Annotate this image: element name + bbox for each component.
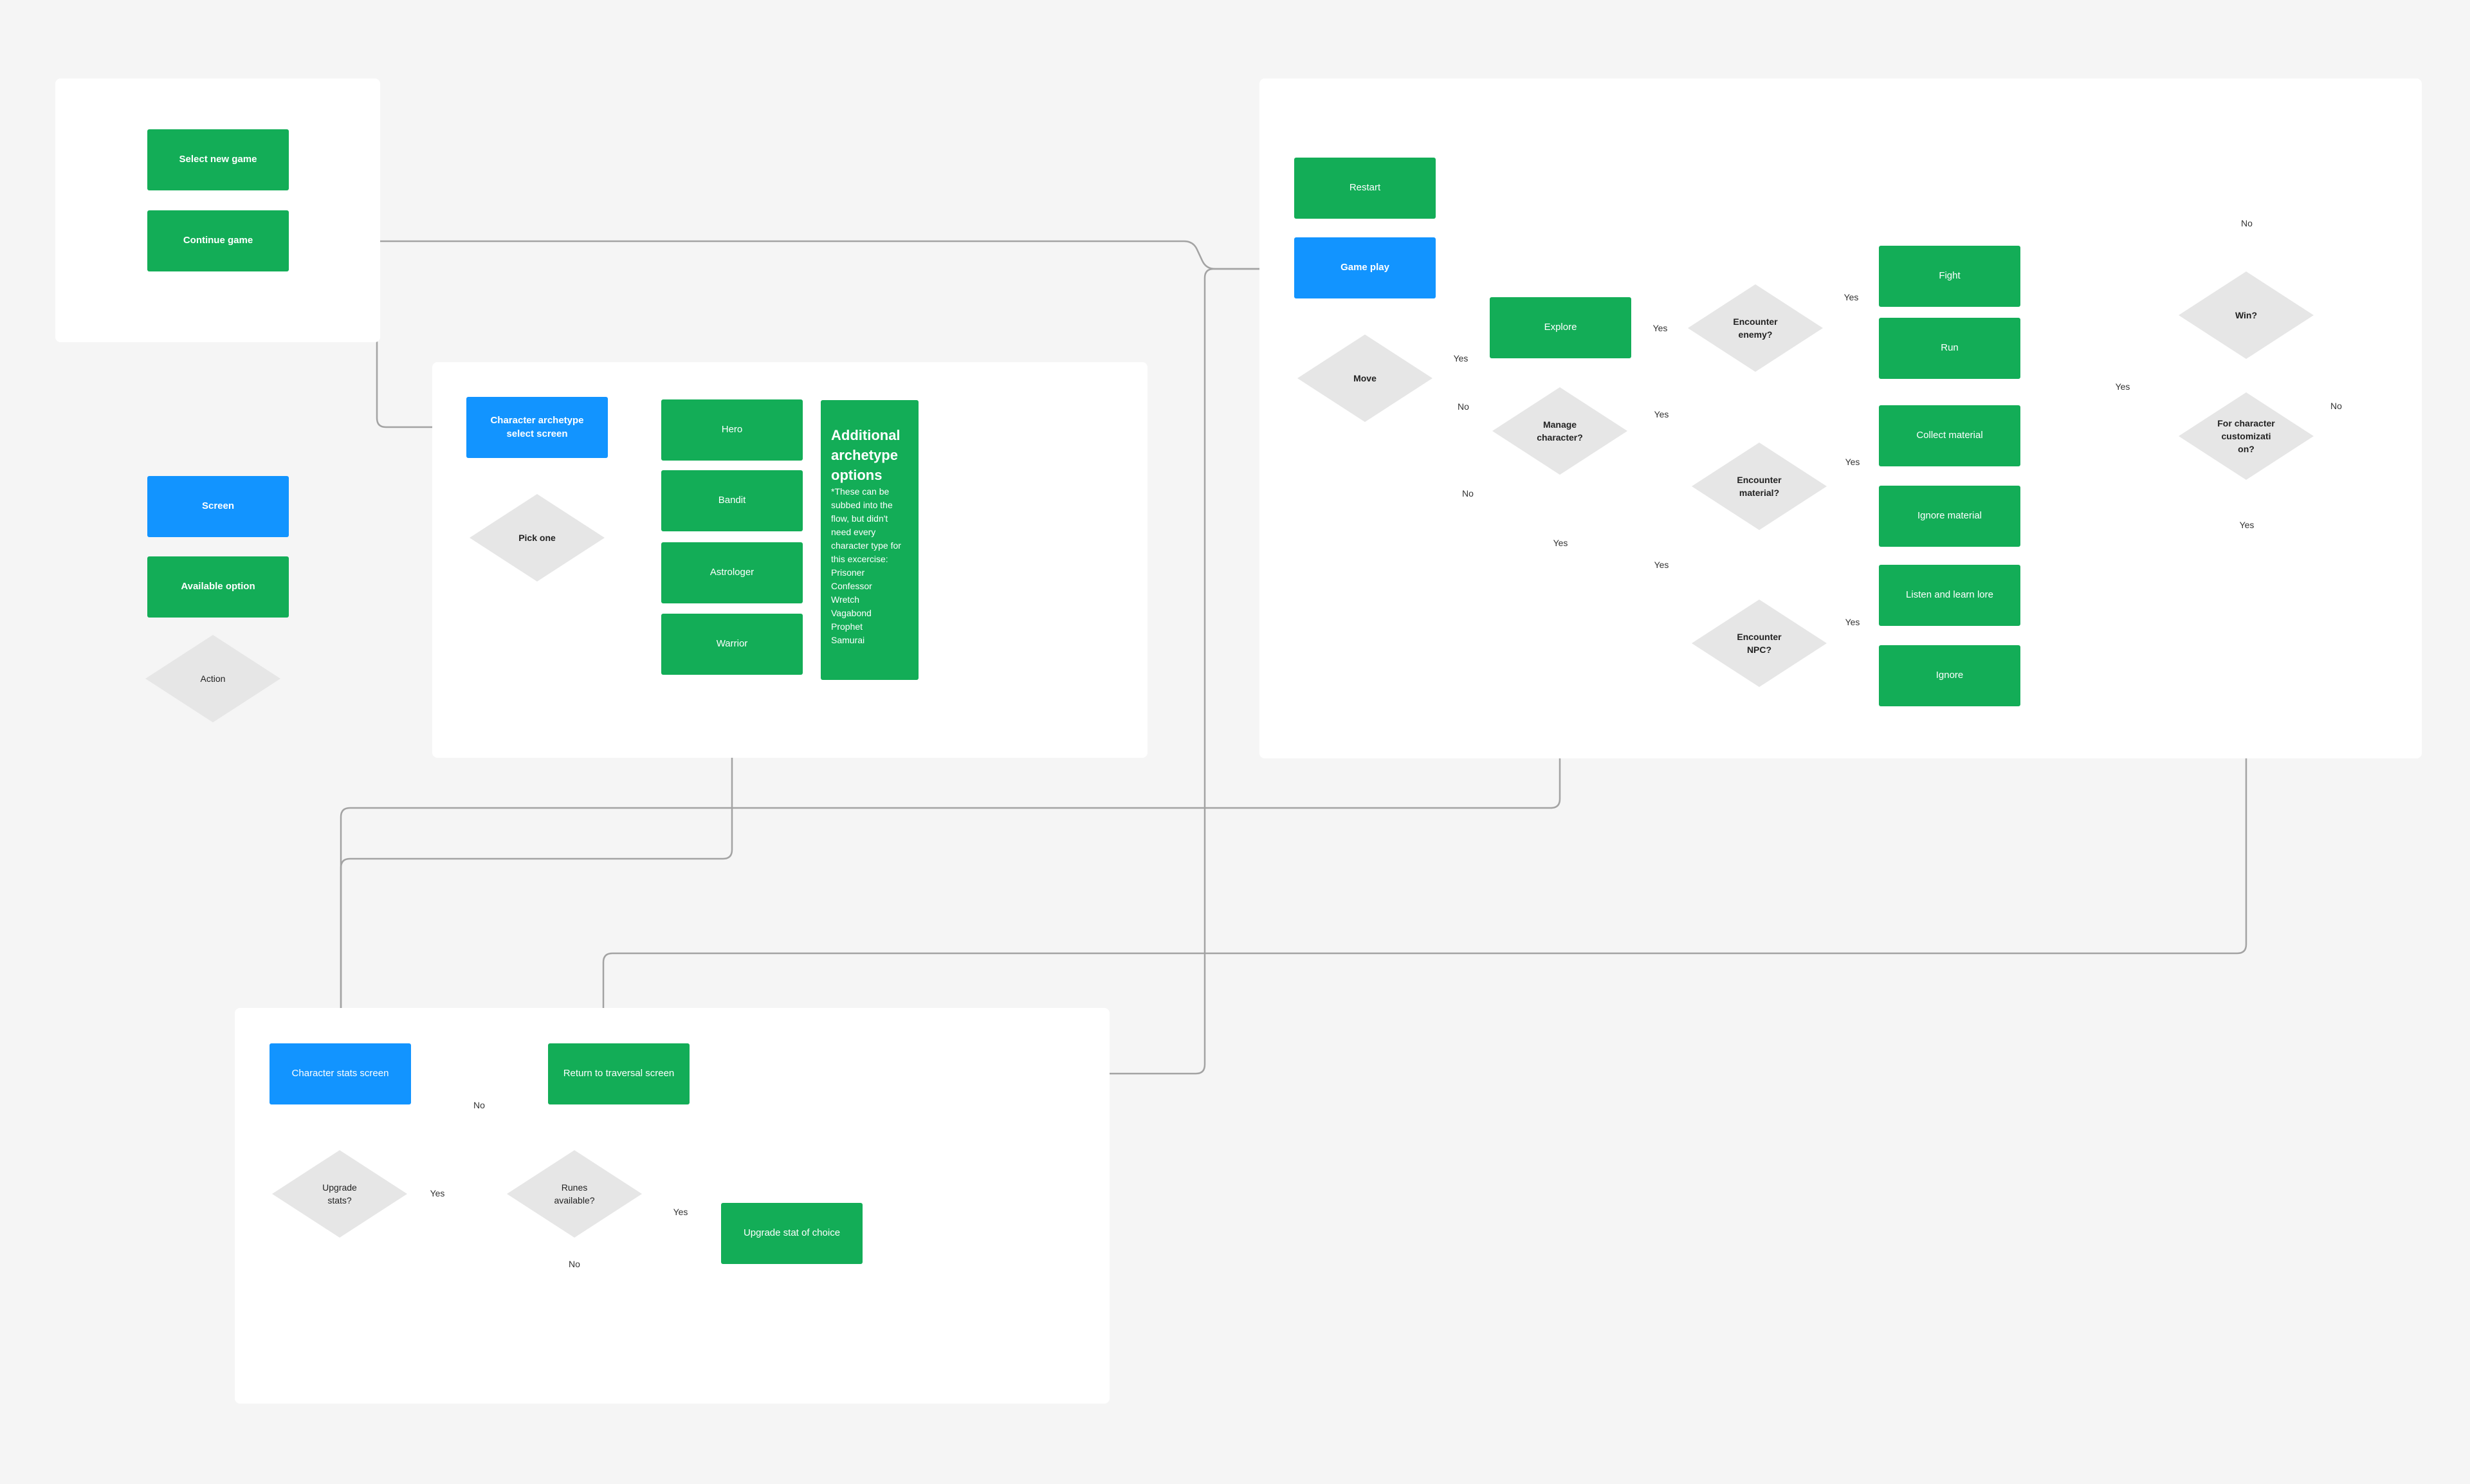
pick-one-decision: Pick one (470, 494, 605, 582)
legend-action: Action (145, 635, 280, 722)
character-stats-screen[interactable]: Character stats screen (270, 1043, 411, 1104)
edge-label-explore-yes-material: Yes (1652, 409, 1671, 419)
list-item: Confessor (831, 581, 872, 592)
edge-label-customization-yes: Yes (2237, 520, 2256, 530)
edge-label-enemy-yes: Yes (1842, 292, 1861, 302)
encounter-npc-decision: Encounter NPC? (1692, 600, 1827, 687)
note-list: Prisoner Confessor Wretch Vagabond Proph… (831, 566, 908, 647)
explore-option[interactable]: Explore (1490, 297, 1631, 358)
encounter-material-decision: Encounter material? (1692, 443, 1827, 530)
edge-label-move-yes: Yes (1451, 353, 1470, 363)
edge-label-manage-no: No (1460, 488, 1476, 499)
connector-line (341, 576, 1561, 1043)
character-archetype-select-screen[interactable]: Character archetype select screen (466, 397, 608, 458)
edge-label-manage-yes: Yes (1551, 538, 1570, 548)
legend-screen: Screen (147, 476, 289, 537)
run-option[interactable]: Run (1879, 318, 2020, 379)
game-play-screen[interactable]: Game play (1294, 237, 1436, 298)
upgrade-stat-of-choice-option[interactable]: Upgrade stat of choice (721, 1203, 863, 1264)
manage-character-decision: Manage character? (1492, 387, 1627, 475)
win-decision: Win? (2179, 271, 2314, 359)
list-item: Vagabond (831, 608, 872, 619)
list-item: Samurai (831, 635, 865, 646)
character-customization-decision: For character customizati on? (2179, 392, 2314, 480)
connector-line (289, 240, 1294, 269)
list-item: Prisoner (831, 567, 865, 578)
edge-label-runes-yes: Yes (671, 1207, 690, 1217)
edge-label-explore-yes: Yes (1651, 323, 1670, 333)
return-to-traversal-option[interactable]: Return to traversal screen (548, 1043, 690, 1104)
edge-label-win-no: No (2239, 218, 2255, 228)
connector-line (690, 269, 1294, 1075)
warrior-option[interactable]: Warrior (661, 614, 803, 675)
legend-available-option: Available option (147, 556, 289, 618)
runes-available-decision: Runes available? (507, 1150, 642, 1238)
edge-label-npc-yes: Yes (1843, 617, 1862, 627)
encounter-enemy-decision: Encounter enemy? (1688, 284, 1823, 372)
move-decision: Move (1297, 334, 1432, 422)
list-item: Prophet (831, 621, 863, 632)
restart-option[interactable]: Restart (1294, 158, 1436, 219)
list-item: Wretch (831, 594, 860, 605)
fight-option[interactable]: Fight (1879, 246, 2020, 307)
listen-learn-lore-option[interactable]: Listen and learn lore (1879, 565, 2020, 626)
additional-archetypes-note: Additional archetype options *These can … (821, 400, 919, 680)
astrologer-option[interactable]: Astrologer (661, 542, 803, 603)
edge-label-customization-no: No (2328, 401, 2344, 411)
edge-label-upgrade-yes: Yes (428, 1188, 447, 1198)
edge-label-explore-yes-npc: Yes (1652, 560, 1671, 570)
select-new-game-button[interactable]: Select new game (147, 129, 289, 190)
note-body: *These can be subbed into the flow, but … (831, 486, 901, 565)
edge-label-runes-no: No (567, 1259, 582, 1269)
collect-material-option[interactable]: Collect material (1879, 405, 2020, 466)
ignore-material-option[interactable]: Ignore material (1879, 486, 2020, 547)
hero-option[interactable]: Hero (661, 399, 803, 461)
bandit-option[interactable]: Bandit (661, 470, 803, 531)
edge-label-upgrade-no: No (471, 1100, 487, 1110)
continue-game-button[interactable]: Continue game (147, 210, 289, 271)
note-title: Additional archetype options (831, 427, 901, 483)
ignore-option[interactable]: Ignore (1879, 645, 2020, 706)
edge-label-move-no: No (1456, 401, 1471, 412)
edge-label-win-yes: Yes (2113, 381, 2132, 392)
edge-label-material-yes: Yes (1843, 457, 1862, 467)
upgrade-stats-decision: Upgrade stats? (272, 1150, 407, 1238)
